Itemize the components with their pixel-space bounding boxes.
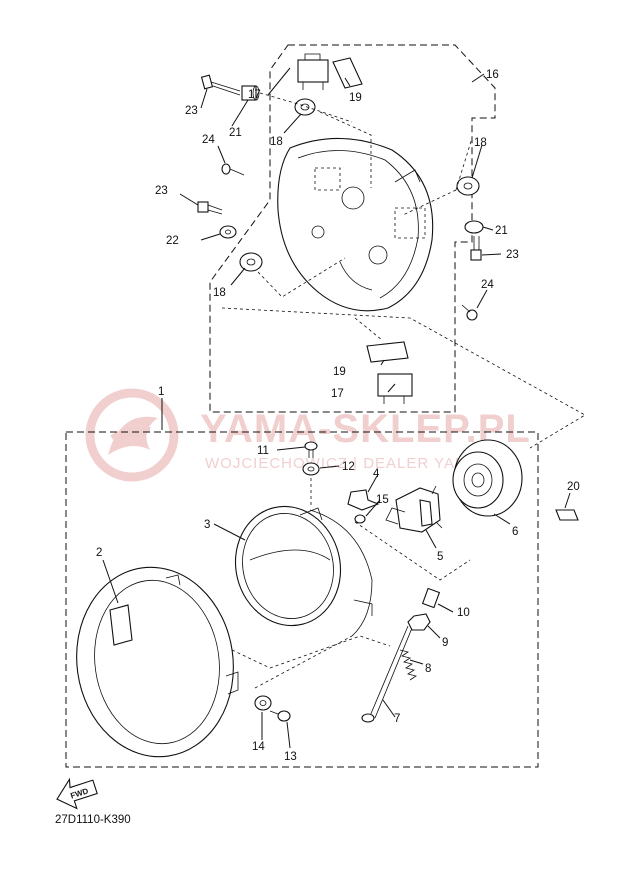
screw-15 xyxy=(354,514,366,524)
callout-15: 15 xyxy=(376,494,389,506)
callout-7: 7 xyxy=(394,713,400,725)
callout-23-right: 23 xyxy=(506,249,519,261)
callout-6: 6 xyxy=(512,526,518,538)
collar-21-right xyxy=(464,220,484,234)
callout-20: 20 xyxy=(567,481,580,493)
callout-8: 8 xyxy=(425,663,431,675)
callout-18-right: 18 xyxy=(474,137,487,149)
callout-21-right: 21 xyxy=(495,225,508,237)
grommet-14 xyxy=(254,695,272,711)
callout-23-top: 23 xyxy=(185,105,198,117)
callout-10: 10 xyxy=(457,607,470,619)
grommet-18-left xyxy=(239,252,263,272)
callout-24-left: 24 xyxy=(202,134,215,146)
screw-13 xyxy=(269,710,291,722)
housing-group-outline xyxy=(209,44,496,413)
callout-2: 2 xyxy=(96,547,102,559)
connector-17-bottom xyxy=(377,373,413,404)
callout-12: 12 xyxy=(342,461,355,473)
connector-17-top xyxy=(297,53,329,90)
callout-labels: 1 2 3 4 5 6 7 8 9 10 11 12 13 14 15 16 1… xyxy=(96,69,580,763)
washer-22 xyxy=(219,225,237,239)
callout-21-top: 21 xyxy=(229,127,242,139)
tab-20 xyxy=(555,509,579,521)
callout-24-right: 24 xyxy=(481,279,494,291)
spring-8 xyxy=(399,649,417,681)
collar-21-top xyxy=(241,85,260,101)
headlight-assembly-outline xyxy=(65,431,539,768)
callout-11: 11 xyxy=(257,445,269,457)
callout-13: 13 xyxy=(284,751,297,763)
leader-lines xyxy=(102,67,571,749)
assembly-lines xyxy=(221,92,586,689)
screw-24-left xyxy=(221,163,245,176)
callout-18-left: 18 xyxy=(213,287,226,299)
callout-1: 1 xyxy=(158,386,164,398)
callout-9: 9 xyxy=(442,637,448,649)
adjust-screw-7 xyxy=(361,625,413,723)
nut-9 xyxy=(407,613,431,631)
watermark-subtitle: WOJCIECHOWICZ | DEALER YAMAHA xyxy=(205,455,502,472)
bolt-23-left xyxy=(197,201,223,215)
callout-5: 5 xyxy=(437,551,443,563)
screw-24-right xyxy=(461,304,478,321)
callout-17-top: 17 xyxy=(248,89,261,101)
callout-3: 3 xyxy=(204,519,210,531)
callout-14: 14 xyxy=(252,741,265,753)
callout-16: 16 xyxy=(486,69,499,81)
clip-4 xyxy=(347,489,380,511)
bolt-23-top xyxy=(200,74,241,96)
callout-19-top: 19 xyxy=(349,92,362,104)
callout-19-bottom: 19 xyxy=(333,366,346,378)
socket-cover-6 xyxy=(452,439,523,517)
callout-17-bottom: 17 xyxy=(331,388,344,400)
headlight-lens-unit xyxy=(234,505,373,637)
fwd-arrow: FWD xyxy=(56,777,98,810)
callout-22: 22 xyxy=(166,235,179,247)
pad-19-top xyxy=(332,57,363,89)
callout-23-left: 23 xyxy=(155,185,168,197)
grommet-18-right xyxy=(456,176,480,196)
callout-4: 4 xyxy=(373,468,380,480)
watermark-logo xyxy=(85,388,179,482)
grommet-18-top xyxy=(294,98,316,116)
headlight-rim xyxy=(76,566,239,758)
cap-10 xyxy=(421,587,441,609)
nut-12 xyxy=(302,462,320,476)
callout-18-top: 18 xyxy=(270,136,283,148)
headlight-bulb xyxy=(385,485,443,533)
headlight-housing xyxy=(277,137,434,312)
screw-11 xyxy=(304,441,318,458)
bolt-23-right xyxy=(470,236,482,261)
pad-19-bottom xyxy=(366,341,409,363)
catalog-code: 27D1110-K390 xyxy=(55,814,131,826)
